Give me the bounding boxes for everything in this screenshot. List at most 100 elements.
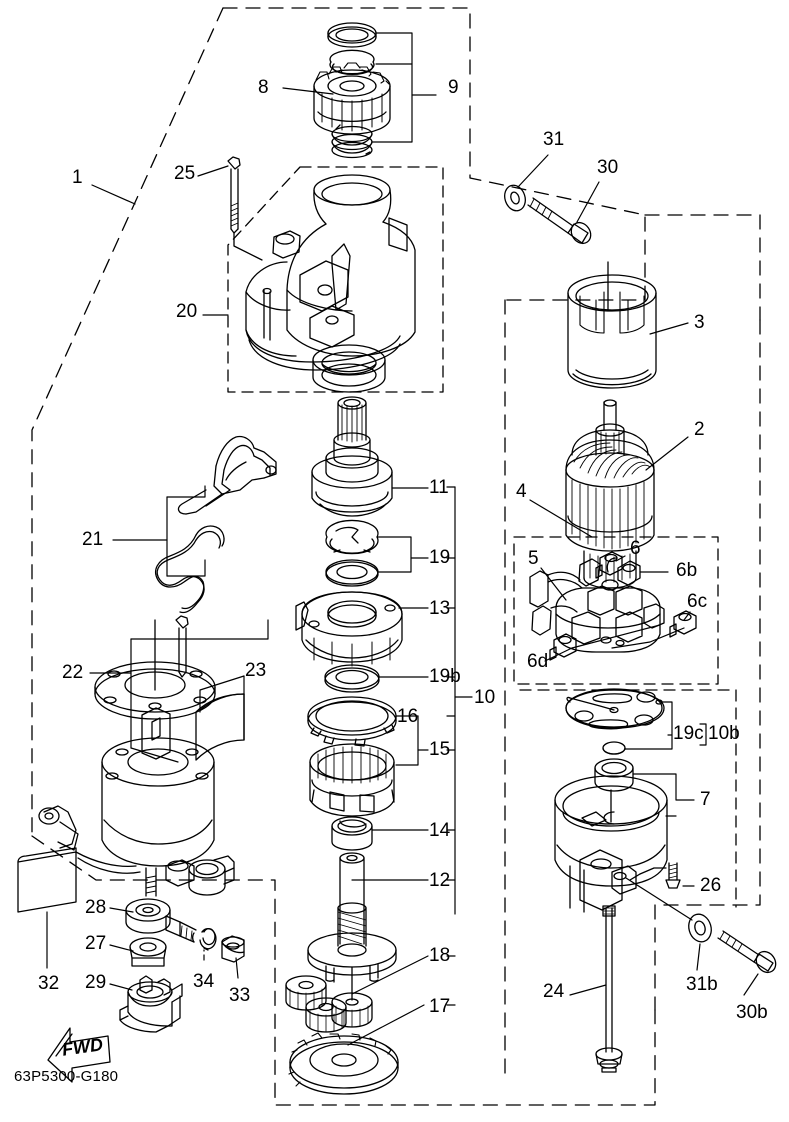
leader-3 [649, 322, 689, 335]
callout-30: 30 [597, 157, 619, 178]
leader-1 [91, 184, 136, 205]
part-33-nut [221, 935, 245, 963]
leader-15 [395, 715, 429, 766]
part-9-spring [331, 124, 373, 159]
part-9-stopper-kit [327, 22, 377, 159]
drawing-number: 63P5300-G180 [14, 1068, 119, 1085]
callout-34: 34 [193, 971, 215, 992]
leader-31-upper [517, 154, 549, 188]
callout-19-b: 19b [429, 666, 461, 687]
part-20-bearing [312, 344, 386, 393]
part-23-cover [195, 693, 245, 761]
part-21-shift-lever [155, 435, 277, 614]
leader-2 [645, 436, 689, 471]
callout-10: 10 [474, 687, 496, 708]
leader-29 [109, 983, 133, 991]
callout-22: 22 [62, 662, 84, 683]
leader-27 [109, 944, 134, 952]
callout-31: 31 [543, 129, 565, 150]
part-31b-washer [688, 913, 712, 943]
part-17-plate [288, 1032, 399, 1095]
callout-10-b: 10b [708, 723, 740, 744]
leader-30b [743, 973, 759, 996]
assembly-boundary-outer [31, 7, 761, 837]
callout-26: 26 [700, 875, 722, 896]
callout-32: 32 [38, 973, 60, 994]
part-5-brush-holder [529, 558, 665, 653]
leader-21-bracket [112, 485, 206, 577]
callout-14: 14 [429, 820, 451, 841]
callout-8: 8 [258, 77, 269, 98]
callout-24: 24 [543, 981, 565, 1002]
part-bushing-collar [188, 855, 235, 896]
part-7-lower-bracket [554, 758, 668, 913]
part-6-brush-a [595, 551, 623, 579]
leader-4 [529, 499, 593, 538]
callout-16: 16 [397, 706, 419, 727]
part-6-brush-d [549, 633, 577, 661]
callout-17: 17 [429, 996, 451, 1017]
leader-6-a [615, 555, 626, 562]
callout-19-a: 19 [429, 547, 451, 568]
leader-28 [109, 907, 134, 913]
fwd-arrow [47, 1027, 111, 1083]
leader-10b-bracket [699, 723, 707, 746]
callout-1: 1 [72, 167, 83, 188]
part-21-spring-wire [155, 525, 225, 614]
callout-25: 25 [174, 163, 196, 184]
part-12-shaft [337, 852, 367, 947]
leader-17 [347, 1004, 425, 1046]
leader-30-upper [576, 181, 600, 223]
part-29-terminal-cover [119, 975, 183, 1033]
callout-31-b: 31b [686, 974, 718, 995]
part-18-planetary-carrier [285, 932, 397, 1033]
part-3-yoke [567, 261, 657, 389]
leader-25 [197, 165, 229, 177]
part-27-washer [129, 937, 167, 967]
callout-5: 5 [528, 548, 539, 569]
leader-31b [696, 943, 701, 971]
callout-27: 27 [85, 933, 107, 954]
callout-2: 2 [694, 419, 705, 440]
part-13-gear-housing [295, 591, 403, 667]
leader-5 [540, 567, 567, 601]
assembly-boundary-bottom [31, 835, 656, 1106]
leader-9 [371, 32, 437, 143]
part-30-bolt-upper [527, 197, 592, 245]
callout-18: 18 [429, 945, 451, 966]
callout-23: 23 [245, 660, 267, 681]
part-19-circlip [325, 519, 379, 555]
part-19b-washer [324, 664, 380, 693]
leader-10-bracket [446, 486, 473, 1006]
part-22-solenoid [38, 661, 216, 897]
callout-6-b: 6b [676, 560, 698, 581]
leader-31b-host [625, 877, 693, 921]
part-19c-cover-plate [565, 688, 665, 755]
subgroup-box-drive [519, 689, 737, 908]
part-6-brush-c [669, 610, 697, 638]
part-30b-bolt [717, 930, 777, 974]
callout-6-c: 6c [687, 591, 708, 612]
leader-33 [235, 957, 239, 979]
callout-6-d: 6d [527, 651, 549, 672]
callout-4: 4 [516, 481, 527, 502]
callout-30-b: 30b [736, 1002, 768, 1023]
leader-22-bracket [89, 619, 269, 763]
leader-19-a [376, 536, 429, 573]
part-2-armature [565, 399, 655, 591]
part-14-bushing [331, 816, 373, 851]
part-31-washer-upper [504, 184, 526, 212]
subgroup-box-brush-holder [513, 536, 719, 685]
assembly-boundary-right [504, 299, 761, 1081]
part-32-label [17, 847, 77, 913]
callout-19-c: 19c [673, 723, 704, 744]
part-8-pinion-gear [313, 62, 391, 135]
part-11-clutch [311, 396, 393, 517]
leader-6-c [683, 611, 691, 621]
callout-7: 7 [700, 789, 711, 810]
callout-11: 11 [429, 477, 449, 498]
callout-15: 15 [429, 739, 451, 760]
part-25-bolt [227, 156, 263, 261]
